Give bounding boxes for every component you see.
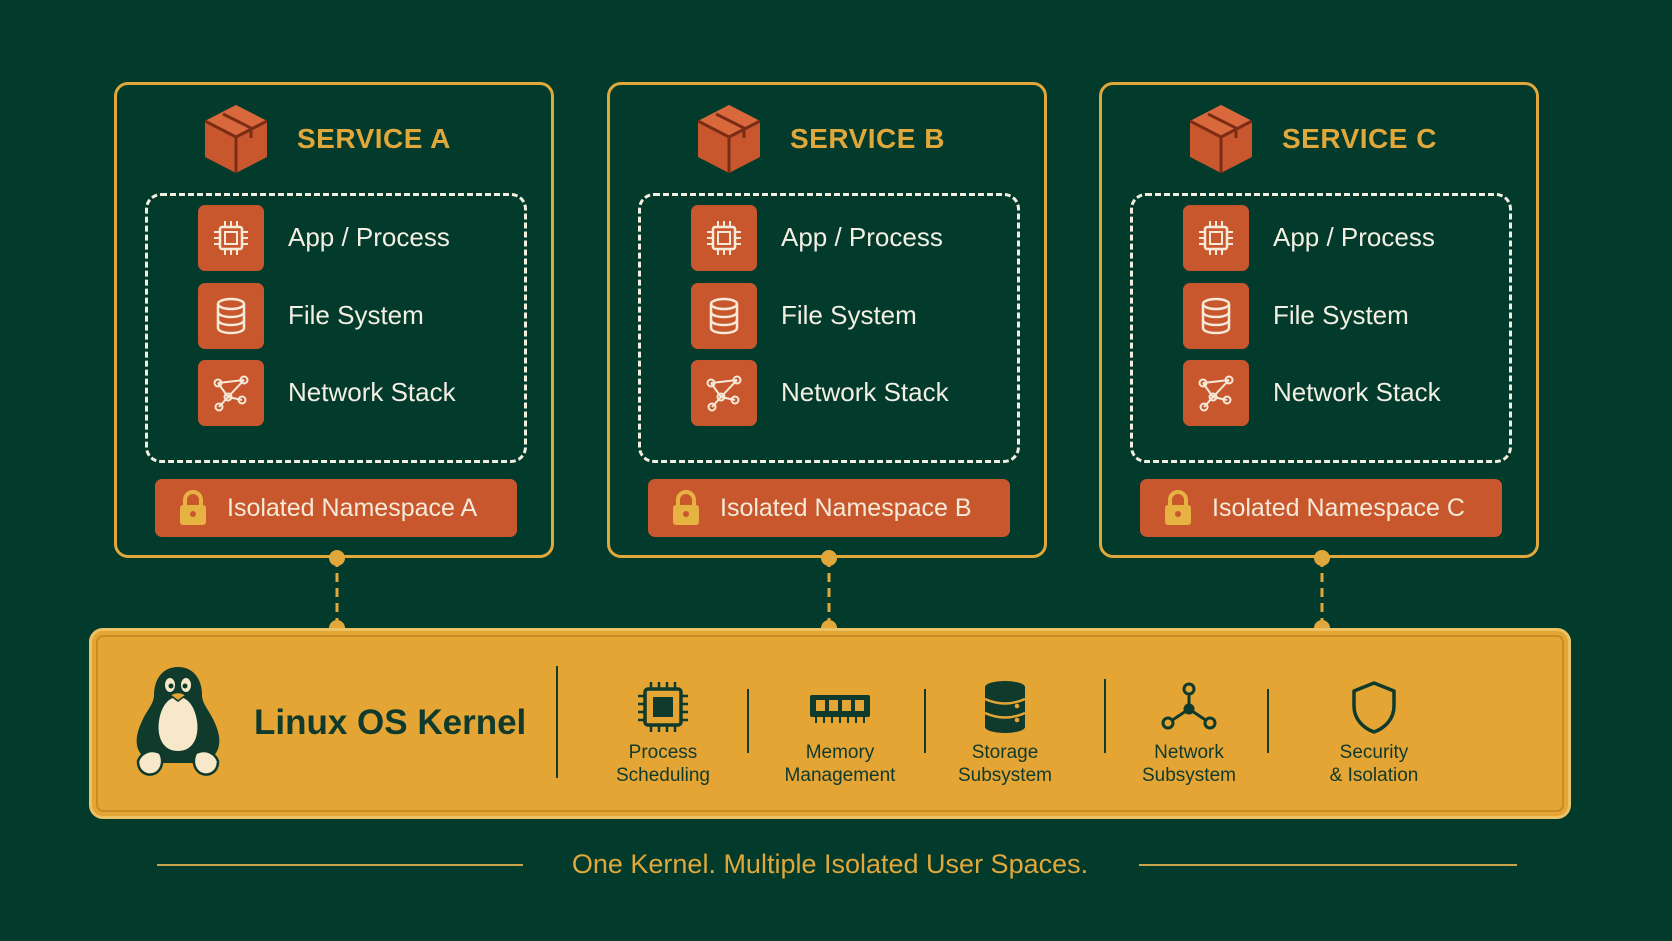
service-title: SERVICE C	[1282, 123, 1437, 154]
network-graph-icon	[1198, 375, 1234, 412]
kernel-title: Linux OS Kernel	[254, 703, 527, 742]
component-icon-box	[198, 283, 264, 349]
network-graph-icon	[213, 375, 249, 412]
service-header: SERVICE C	[1102, 103, 1536, 179]
namespace-label: Isolated Namespace C	[1212, 494, 1465, 522]
component-network-stack: Network Stack	[691, 360, 1021, 426]
database-icon	[216, 297, 246, 335]
kernel-divider	[1104, 679, 1106, 753]
service-title: SERVICE A	[297, 123, 451, 154]
network-nodes-icon	[1161, 682, 1217, 730]
component-file-system: File System	[198, 283, 528, 349]
lock-icon	[1165, 490, 1191, 525]
component-label: App / Process	[288, 222, 450, 252]
namespace-badge: Isolated Namespace A	[155, 479, 517, 537]
kernel-feature-label: Memory Management	[784, 742, 896, 786]
namespace-label: Isolated Namespace A	[227, 494, 478, 522]
component-label: File System	[1273, 300, 1409, 330]
package-cube-icon	[204, 105, 268, 173]
kernel-feature-label: Network Subsystem	[1142, 742, 1236, 786]
connector-b	[821, 550, 837, 636]
cpu-chip-icon	[1199, 221, 1233, 255]
kernel-feature-network-subsystem: Network Subsystem	[1119, 679, 1259, 787]
database-icon	[1201, 297, 1231, 335]
component-label: File System	[781, 300, 917, 330]
component-icon-box	[1183, 360, 1249, 426]
kernel-divider	[1267, 689, 1269, 753]
kernel-feature-label: Security & Isolation	[1329, 742, 1419, 786]
kernel-feature-label: Storage Subsystem	[958, 742, 1052, 786]
lock-icon	[180, 490, 206, 525]
component-label: Network Stack	[781, 377, 949, 407]
component-file-system: File System	[691, 283, 1021, 349]
kernel-divider	[924, 689, 926, 753]
component-icon-box	[691, 360, 757, 426]
component-icon-box	[691, 205, 757, 271]
service-header: SERVICE B	[610, 103, 1044, 179]
kernel-feature-memory-management: Memory Management	[770, 679, 910, 787]
connector-c	[1314, 550, 1330, 636]
tux-penguin-icon	[136, 667, 220, 776]
component-icon-box	[691, 283, 757, 349]
package-cube-icon	[697, 105, 761, 173]
service-header: SERVICE A	[117, 103, 551, 179]
namespace-label: Isolated Namespace B	[720, 494, 972, 522]
namespace-badge: Isolated Namespace C	[1140, 479, 1502, 537]
component-icon-box	[1183, 283, 1249, 349]
component-label: App / Process	[1273, 222, 1435, 252]
component-label: App / Process	[781, 222, 943, 252]
component-network-stack: Network Stack	[1183, 360, 1513, 426]
footer-rule-left	[157, 864, 523, 866]
component-icon-box	[1183, 205, 1249, 271]
component-file-system: File System	[1183, 283, 1513, 349]
network-graph-icon	[706, 375, 742, 412]
cpu-chip-icon	[638, 682, 688, 732]
kernel-feature-storage-subsystem: Storage Subsystem	[935, 679, 1075, 787]
kernel-divider	[747, 689, 749, 753]
namespace-badge: Isolated Namespace B	[648, 479, 1010, 537]
footer-tagline: One Kernel. Multiple Isolated User Space…	[571, 849, 1089, 879]
memory-module-icon	[810, 695, 870, 723]
component-icon-box	[198, 205, 264, 271]
component-label: Network Stack	[1273, 377, 1441, 407]
cpu-chip-icon	[214, 221, 248, 255]
cpu-chip-icon	[707, 221, 741, 255]
component-label: File System	[288, 300, 424, 330]
kernel-feature-security-isolation: Security & Isolation	[1304, 679, 1444, 787]
kernel-feature-label: Process Scheduling	[615, 742, 711, 786]
package-cube-icon	[1189, 105, 1253, 173]
connector-a	[329, 550, 345, 636]
kernel-feature-process-scheduling: Process Scheduling	[593, 679, 733, 787]
component-icon-box	[198, 360, 264, 426]
component-label: Network Stack	[288, 377, 456, 407]
footer-rule-right	[1139, 864, 1517, 866]
kernel-divider	[556, 666, 558, 778]
kernel-bar: Linux OS Kernel Process Scheduling	[89, 628, 1571, 819]
component-app-process: App / Process	[691, 205, 1021, 271]
component-app-process: App / Process	[198, 205, 528, 271]
footer: One Kernel. Multiple Isolated User Space…	[0, 845, 1672, 885]
shield-icon	[1352, 681, 1396, 734]
lock-icon	[673, 490, 699, 525]
database-icon	[709, 297, 739, 335]
component-app-process: App / Process	[1183, 205, 1513, 271]
service-title: SERVICE B	[790, 123, 945, 154]
component-network-stack: Network Stack	[198, 360, 528, 426]
storage-stack-icon	[984, 681, 1026, 733]
